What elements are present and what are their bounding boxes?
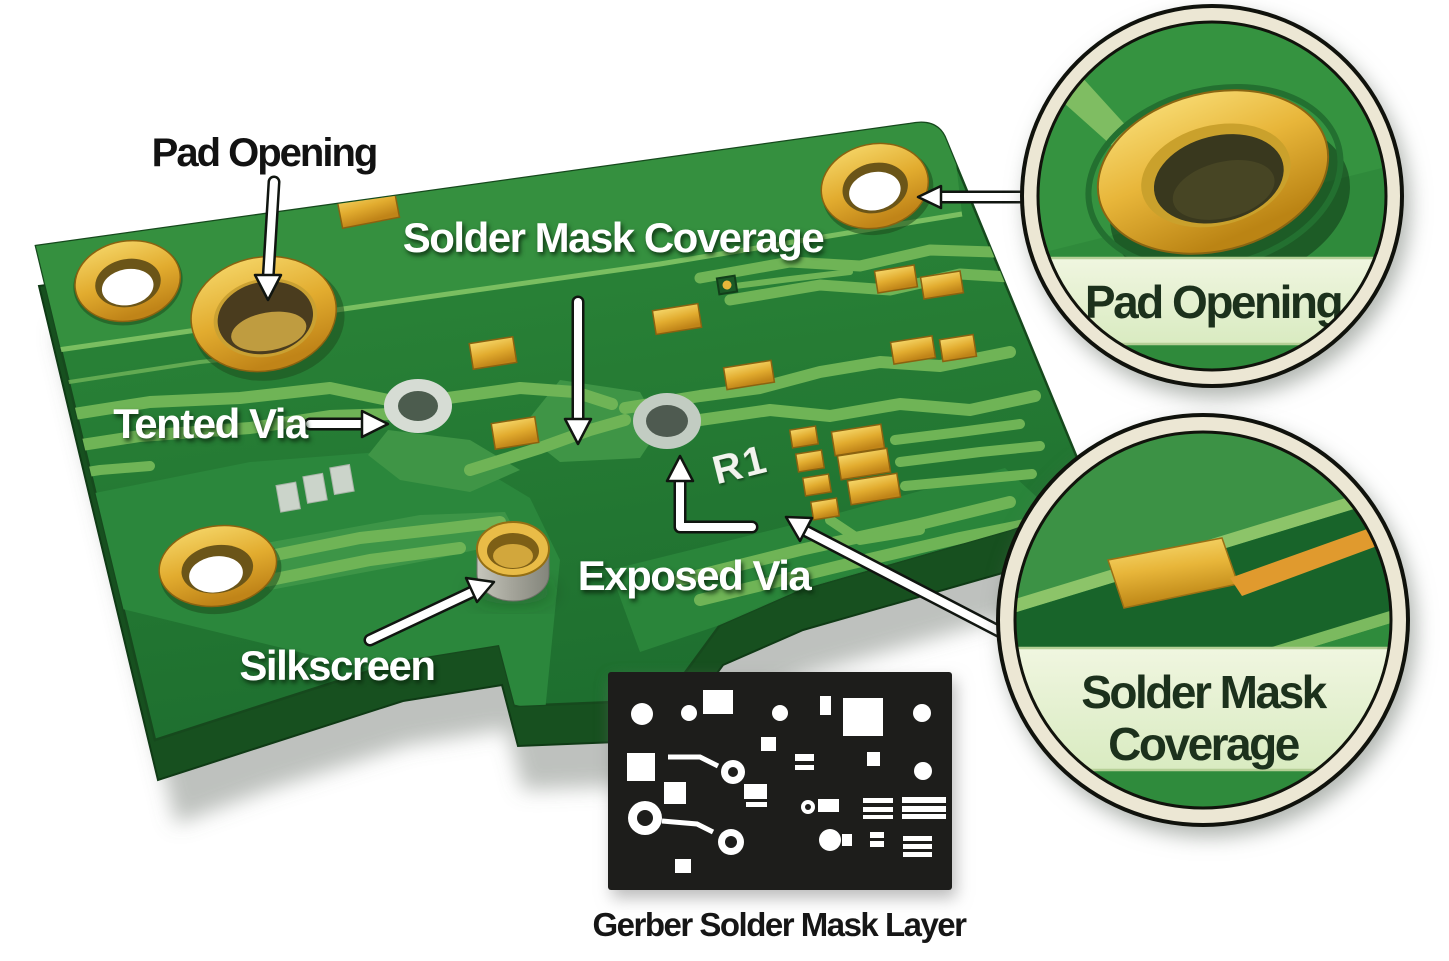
smd-pads	[335, 184, 978, 521]
inset2-band	[1015, 648, 1391, 770]
fiducial-mark	[715, 274, 739, 296]
ring-pad-top-left	[73, 239, 183, 326]
gerber-caption: Gerber Solder Mask Layer	[592, 906, 967, 943]
label-tented-via: Tented Via	[113, 400, 309, 447]
ring-pad-bottom-left	[158, 524, 282, 615]
gerber-layer-graphic	[608, 672, 952, 890]
inset2-label-line1: Solder Mask	[1081, 666, 1327, 718]
inset2-label-line2: Coverage	[1108, 718, 1300, 770]
silkscreen-marks	[275, 463, 355, 513]
inset-solder-mask-coverage: Solder Mask Coverage	[996, 413, 1410, 827]
pad-opening-target	[190, 255, 345, 381]
exposed-via	[633, 393, 701, 449]
ring-pad-top-right	[820, 142, 934, 236]
inset2-copper-trace	[1230, 518, 1391, 596]
gerber-apertures	[627, 690, 946, 873]
inset1-label: Pad Opening	[1085, 276, 1342, 328]
label-solder-mask-coverage: Solder Mask Coverage	[403, 214, 824, 261]
tented-via	[384, 379, 452, 433]
label-silkscreen: Silkscreen	[239, 642, 434, 689]
label-pad-opening: Pad Opening	[152, 131, 377, 175]
inset-pad-opening: Pad Opening	[1020, 4, 1404, 388]
pcb-board: R1	[34, 121, 1098, 824]
copper-pour	[368, 430, 520, 492]
label-exposed-via: Exposed Via	[578, 552, 813, 599]
plated-barrel-via	[471, 521, 555, 604]
